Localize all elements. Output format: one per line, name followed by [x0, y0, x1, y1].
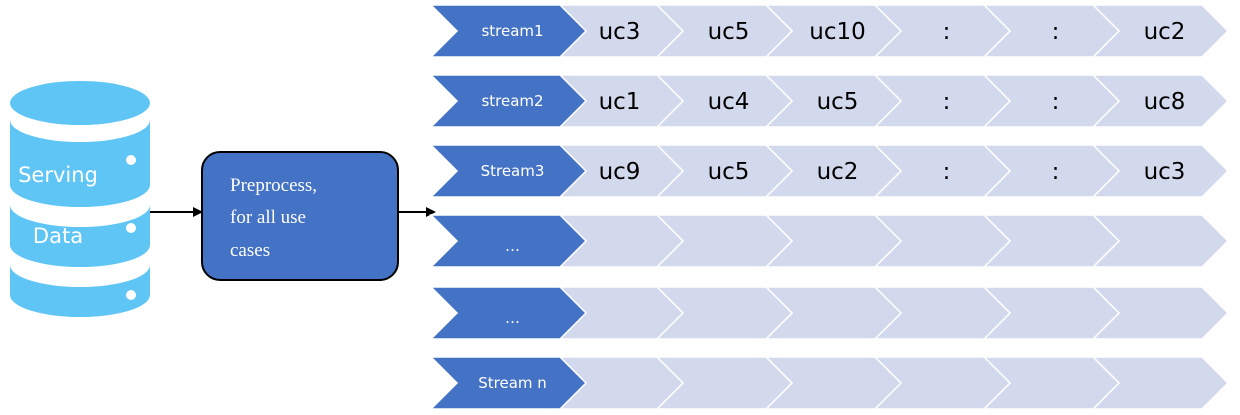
use-case-label: :	[943, 159, 951, 185]
use-case-label: :	[1052, 89, 1060, 115]
use-case-label: uc2	[817, 159, 859, 185]
use-case-label: uc5	[708, 19, 750, 45]
use-case-label: uc4	[708, 89, 750, 115]
stream-label: stream2	[481, 92, 543, 110]
stream-header	[429, 286, 588, 340]
stream-header	[429, 74, 588, 128]
db-label-data: Data	[33, 224, 83, 248]
stream-label: Stream n	[478, 374, 547, 392]
stream-row: …	[429, 214, 1230, 268]
stream-row: …	[429, 286, 1230, 340]
stream-row: uc8:: uc5 uc4 uc1 stream2	[429, 74, 1230, 128]
use-case-label: uc2	[1144, 19, 1186, 45]
use-case-label: uc5	[817, 89, 859, 115]
db-top	[10, 81, 150, 125]
stream-row: uc2:: uc10 uc5 uc3 stream1	[429, 4, 1230, 58]
stream-label: …	[505, 309, 520, 327]
db-segment-bottom	[10, 265, 150, 317]
serving-data-database-icon: Serving Data	[10, 81, 150, 317]
stream-label: …	[505, 237, 520, 255]
db-indicator-dot	[126, 223, 136, 233]
db-label-serving: Serving	[18, 163, 98, 187]
preprocess-label-line-3: cases	[230, 240, 270, 261]
db-indicator-dot	[126, 290, 136, 300]
stream-header	[429, 4, 588, 58]
db-segment-upper	[10, 120, 150, 207]
use-case-label: :	[943, 19, 951, 45]
preprocess-label-line-1: Preprocess,	[230, 175, 317, 196]
stream-header	[429, 214, 588, 268]
db-segment-middle	[10, 205, 150, 267]
use-case-label: :	[1052, 159, 1060, 185]
stream-label: stream1	[481, 22, 543, 40]
use-case-label: :	[1052, 19, 1060, 45]
stream-row: Stream n	[429, 356, 1230, 410]
use-case-label: :	[943, 89, 951, 115]
preprocess-label-line-2: for all use	[230, 207, 306, 228]
stream-row: uc3:: uc2 uc5 uc9 Stream3	[429, 144, 1230, 198]
stream-header	[429, 356, 588, 410]
preprocess-box: Preprocess, for all use cases	[201, 151, 399, 281]
use-case-label: uc8	[1144, 89, 1186, 115]
use-case-label: uc3	[1144, 159, 1186, 185]
use-case-label: uc1	[599, 89, 641, 115]
stream-label: Stream3	[481, 162, 545, 180]
use-case-label: uc5	[708, 159, 750, 185]
use-case-label: uc3	[599, 19, 641, 45]
stream-header	[429, 144, 588, 198]
stream-rows: uc2::uc10uc5uc3stream1uc8::uc5uc4uc1stre…	[429, 4, 1230, 410]
db-indicator-dot	[126, 155, 136, 165]
use-case-label: uc9	[599, 159, 641, 185]
use-case-label: uc10	[809, 19, 866, 45]
